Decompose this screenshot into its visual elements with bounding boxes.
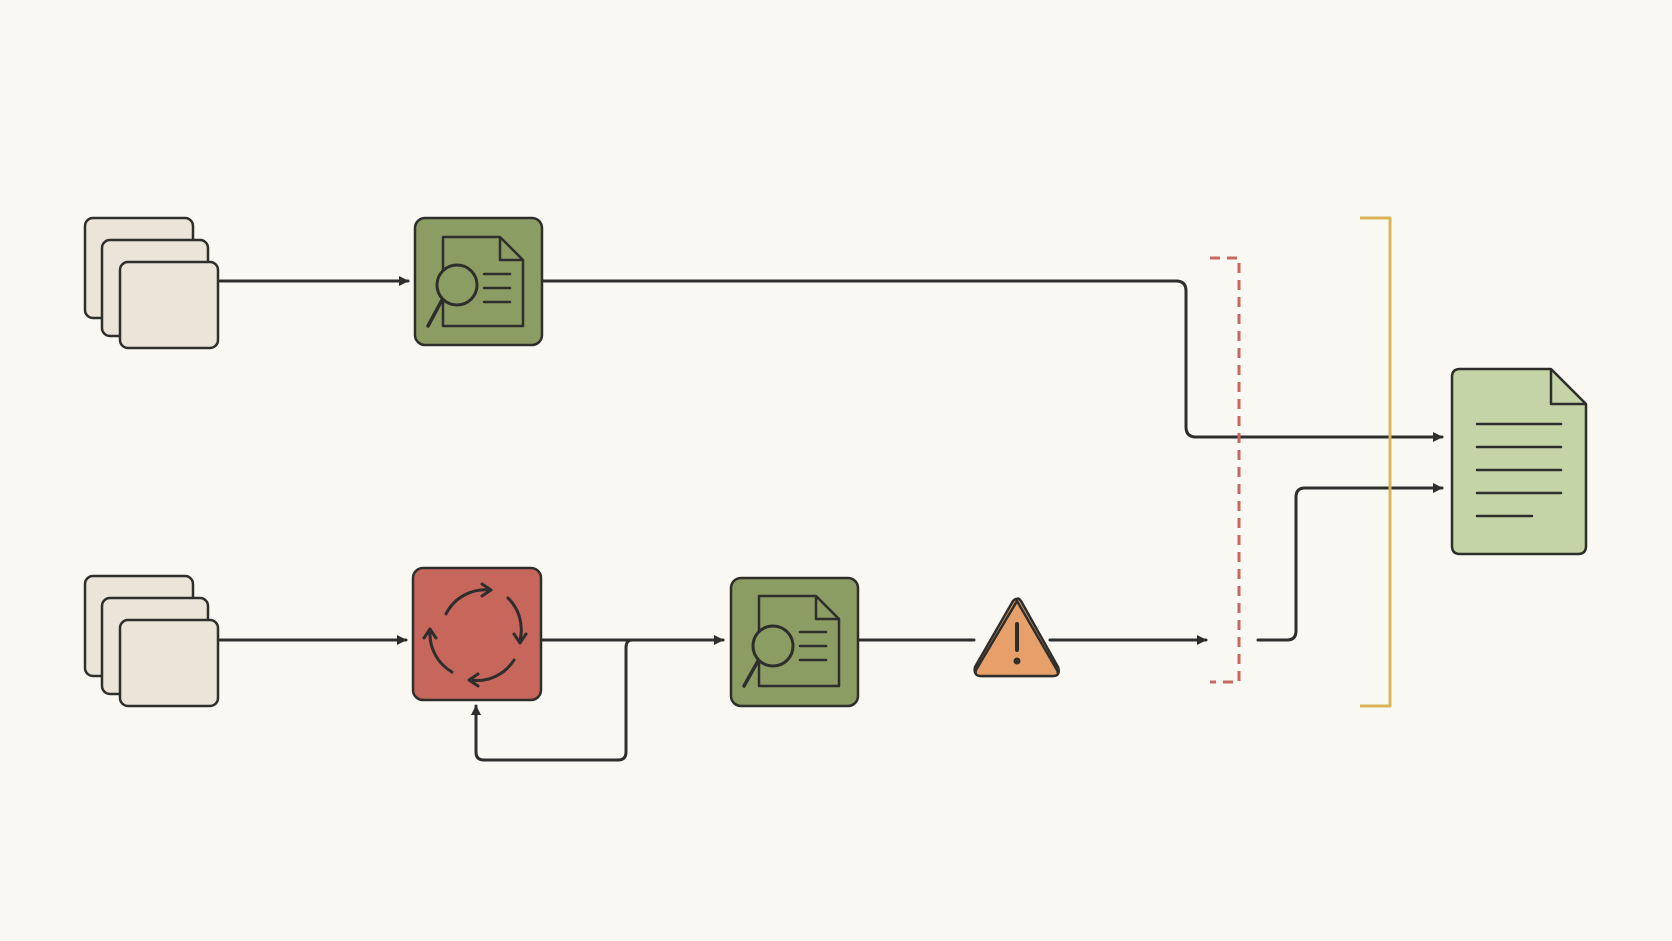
document-search-icon: [413, 216, 544, 347]
warning-triangle-icon: [973, 597, 1060, 678]
document-search-icon: [729, 576, 860, 708]
solid-bracket: [1360, 216, 1392, 708]
stacked-documents-icon: [83, 574, 220, 708]
connector-gate-to-output: [1256, 483, 1444, 642]
connectors: [218, 276, 1444, 762]
connector-top-inspect-to-output: [541, 279, 1444, 442]
dashed-bracket: [1210, 256, 1241, 684]
output-document-icon: [1450, 367, 1588, 556]
refresh-cycle-icon: [411, 566, 543, 702]
connector-feedback-loop: [471, 638, 634, 762]
stacked-documents-icon: [83, 216, 220, 350]
